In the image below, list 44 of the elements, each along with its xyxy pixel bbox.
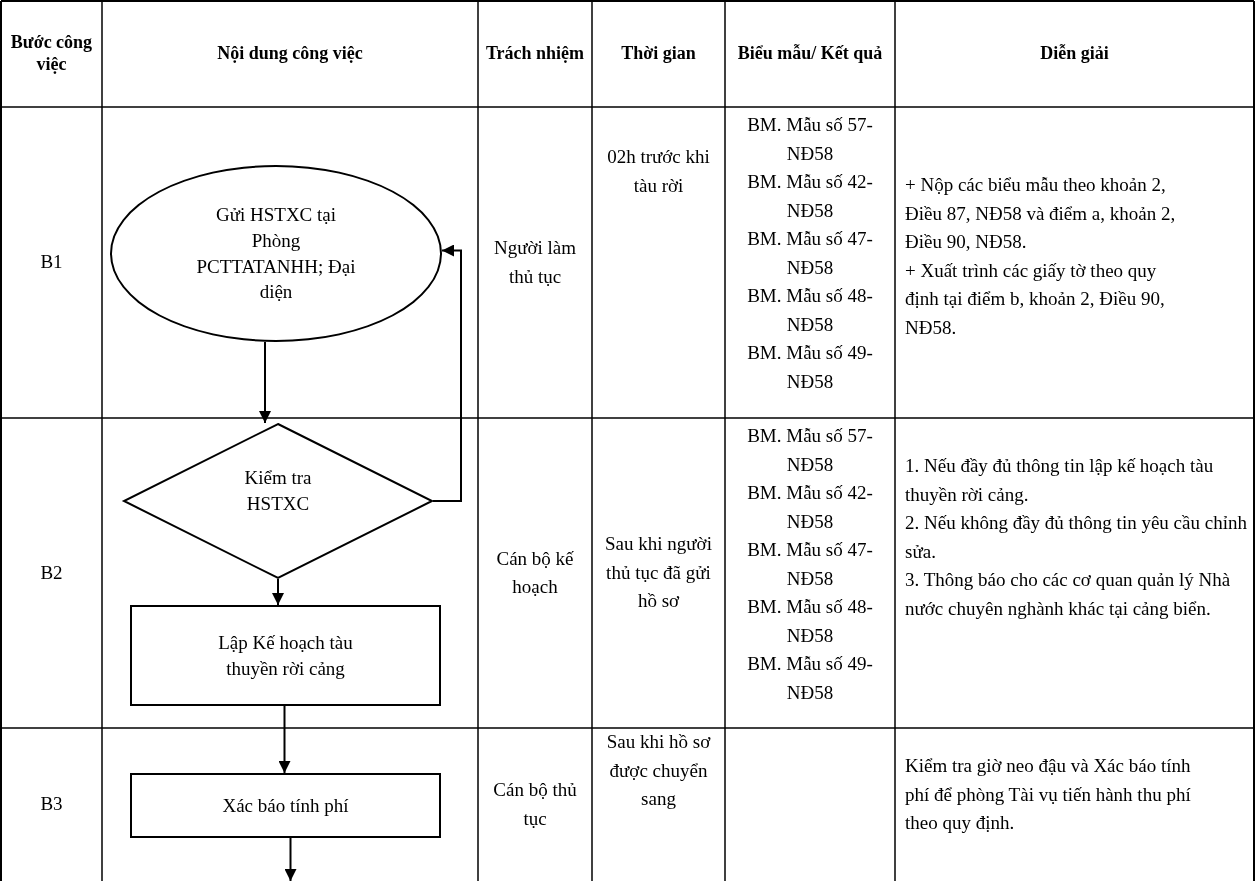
form-reference: BM. Mẫu số 42-NĐ58 [746,170,874,223]
process-box [130,605,441,706]
step-label: B3 [40,792,63,817]
column-header: Trách nhiệm [485,43,585,65]
responsibility-text: Cán bộ thủ tục [492,778,578,831]
step-label: B1 [40,250,63,275]
time-text: Sau khi hồ sơ được chuyển sang [605,730,712,811]
form-reference: BM. Mẫu số 48-NĐ58 [746,595,874,648]
description-text: 1. Nếu đầy đủ thông tin lập kế hoạch tàu thuyền rời cảng. [905,454,1215,507]
node-label: Kiểm tra HSTXC [243,466,313,516]
form-reference: BM. Mẫu số 57-NĐ58 [746,424,874,477]
form-reference: BM. Mẫu số 42-NĐ58 [746,481,874,534]
node-label: Gửi HSTXC tại Phòng PCTTATANHH; Đại diện [195,203,357,305]
form-reference: BM. Mẫu số 48-NĐ58 [746,284,874,337]
node-label: Lập Kế hoạch tàu thuyền rời cảng [217,630,354,681]
description-text: 2. Nếu không đầy đủ thông tin yêu cầu chỉnh sửa. [905,511,1248,564]
node-label: Xác báo tính phí [221,793,350,818]
form-reference: BM. Mẫu số 49-NĐ58 [746,652,874,705]
form-reference: BM. Mẫu số 47-NĐ58 [746,538,874,591]
arrow [259,341,271,424]
form-reference: BM. Mẫu số 49-NĐ58 [746,341,874,394]
description-text: + Xuất trình các giấy tờ theo quy định tại điểm b, khoản 2, Điều 90, NĐ58. [905,258,1166,340]
column-header: Biểu mẫu/ Kết quả [737,43,883,65]
arrow [284,837,297,881]
process-box [130,773,441,838]
arrow [272,578,284,606]
column-header: Thời gian [621,43,696,65]
decision-diamond [123,423,433,579]
responsibility-text: Người làm thủ tục [492,236,578,289]
form-reference: BM. Mẫu số 47-NĐ58 [746,227,874,280]
description-text: 3. Thông báo cho các cơ quan quản lý Nhà nước chuyên nghành khác tại cảng biển. [905,568,1232,621]
arrow [278,705,291,774]
responsibility-text: Cán bộ kế hoạch [495,546,575,599]
description-text: + Nộp các biểu mẫu theo khoản 2, Điều 87, NĐ58 và điểm a, khoản 2, Điều 90, NĐ58. [905,173,1177,254]
step-label: B2 [40,560,63,585]
arrow [432,244,462,502]
column-header: Bước công việc [9,32,94,76]
column-header: Diễn giải [1040,43,1109,65]
column-header: Nội dung công việc [217,43,363,65]
start-ellipse [110,165,442,342]
time-text: Sau khi người thủ tục đã gửi hồ sơ [604,532,713,614]
description-text: Kiểm tra giờ neo đậu và Xác báo tính phí để phòng Tài vụ tiến hành thu phí theo quy định. [905,754,1192,835]
time-text: 02h trước khi tàu rời [606,145,711,198]
form-reference: BM. Mẫu số 57-NĐ58 [746,113,874,166]
